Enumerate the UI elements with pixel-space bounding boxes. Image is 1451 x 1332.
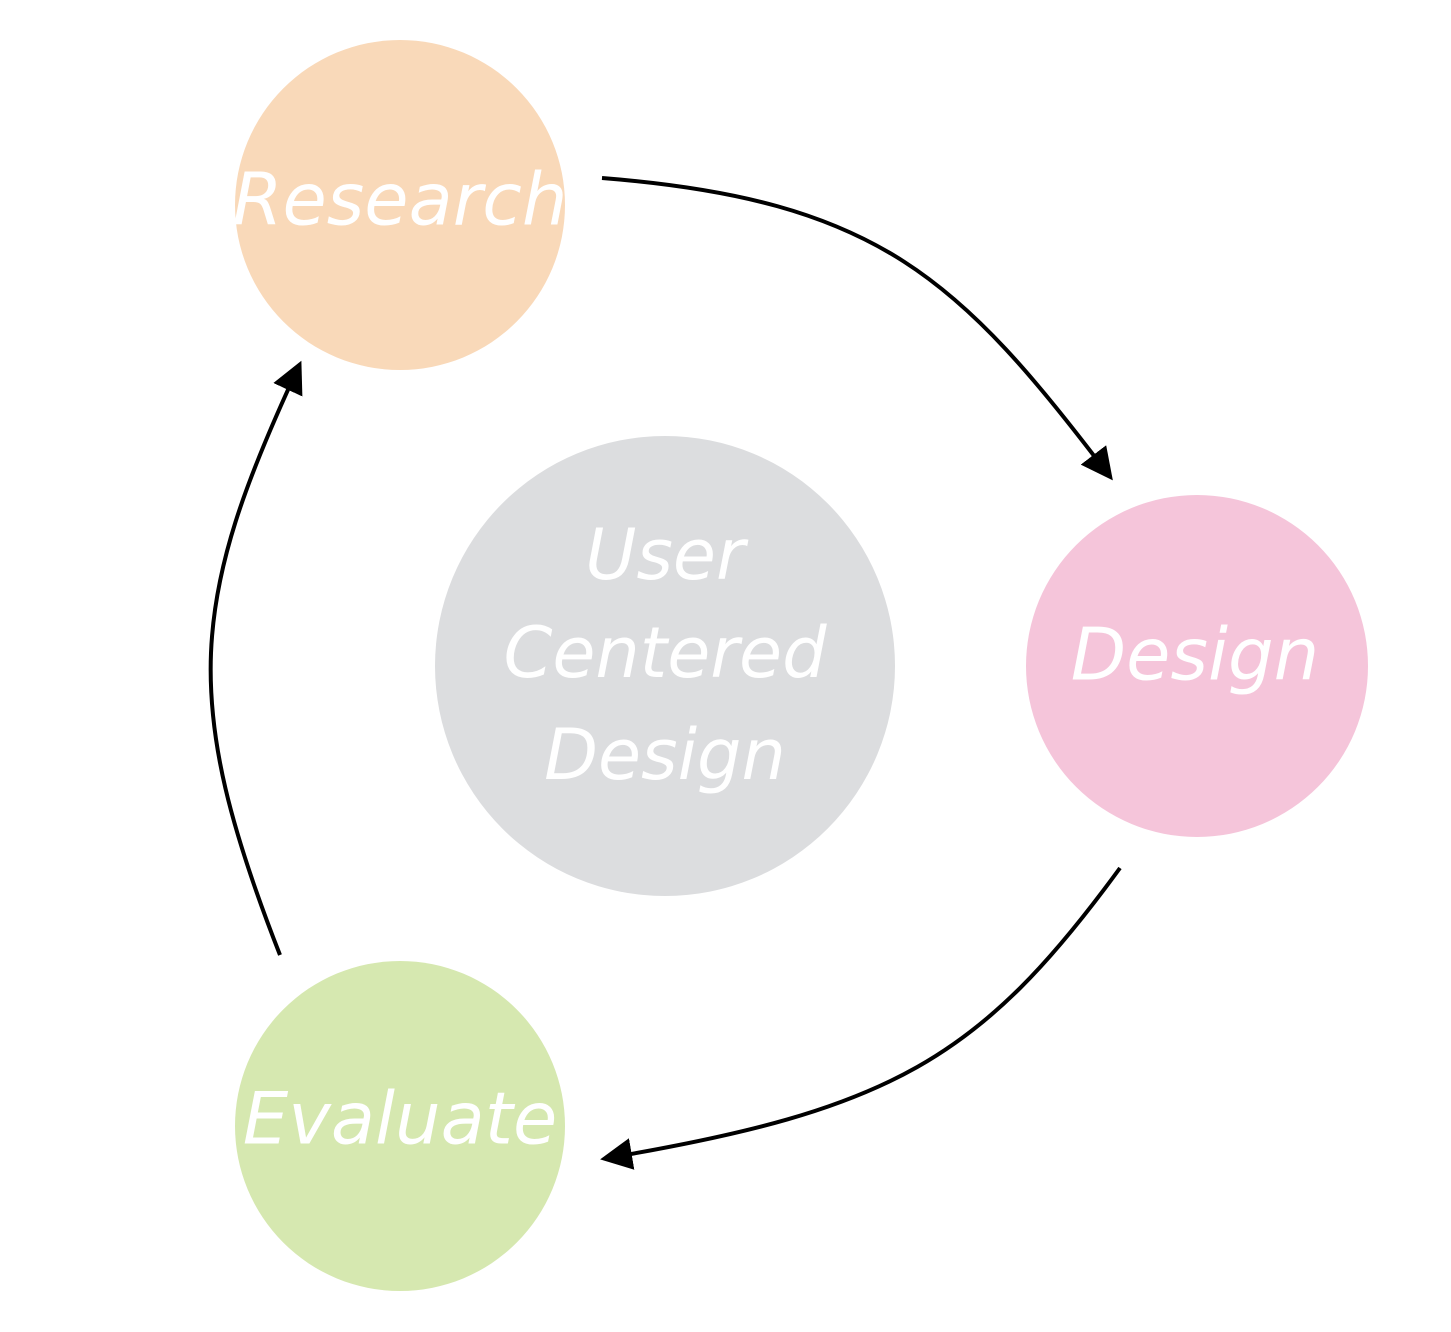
research-circle [235, 40, 565, 370]
evaluate-node: Evaluate [235, 961, 565, 1291]
center-label-line-2: Centered [503, 612, 827, 694]
center-circle [435, 436, 895, 896]
arrow-design-to-evaluate [600, 866, 1122, 1170]
research-node: Research [232, 40, 568, 370]
design-circle [1026, 495, 1368, 837]
design-node: Design [1026, 495, 1368, 837]
arrow-evaluate-to-research [208, 360, 303, 956]
design-label: Design [1071, 613, 1320, 697]
center-label-line-3: Design [544, 714, 786, 796]
evaluate-circle [235, 961, 565, 1291]
arrow-research-to-design [601, 176, 1113, 481]
center-node: User Centered Design [435, 436, 895, 896]
evaluate-label: Evaluate [243, 1077, 558, 1161]
research-label: Research [232, 158, 567, 242]
center-label-line-1: User [585, 514, 749, 596]
